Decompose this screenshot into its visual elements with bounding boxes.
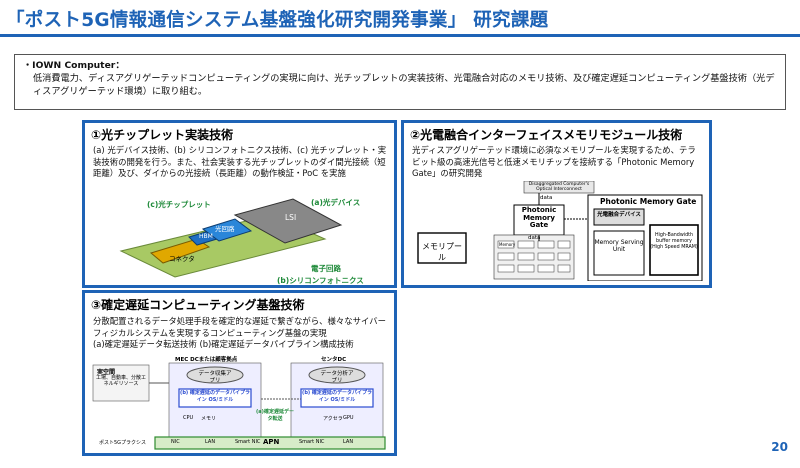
panel-photonic-memory: ②光電融合インターフェイスメモリモジュール技術 光ディスアグリゲーテッド環境に必… <box>401 120 712 288</box>
memory-chips <box>497 240 571 273</box>
panel-deterministic-computing: ③確定遅延コンピューティング基盤技術 分散配置されるデータ処理手段を確定的な遅延… <box>82 290 397 456</box>
app-analyze-ellipse <box>308 366 366 384</box>
label-circuit: 電子回路 <box>311 264 341 273</box>
label-siph: (b)シリコンフォトニクス <box>277 276 364 285</box>
intro-box: ・IOWN Computer： 低消費電力、ディスアグリゲーテッドコンピューティ… <box>14 54 786 110</box>
panel-description: (a) 光デバイス技術、(b) シリコンフォトニクス技術、(c) 光チップレット… <box>93 145 387 178</box>
chiplet-illustration <box>119 198 343 278</box>
label-pipeline-left: (b) 確定遅延のデータパイプライン OS/ミドル <box>180 390 250 403</box>
label-memory: メモリ <box>201 416 217 422</box>
label-interconnect: Disaggregated Computer's Optical Interco… <box>528 182 590 192</box>
label-mec: MEC DCまたは顧客拠点 <box>175 357 238 363</box>
label-eo-device: 光電融合デバイス <box>597 212 641 218</box>
label-pmg-small: Photonic Memory Gate <box>521 206 557 229</box>
label-data-mid: data <box>528 235 541 241</box>
label-hbm: HBM <box>199 233 213 240</box>
label-cpu: CPU <box>183 415 194 421</box>
label-lsi: LSI <box>285 213 297 222</box>
panel-title: ①光チップレット実装技術 <box>91 128 234 142</box>
label-app-collect: データ収集アプリ <box>198 371 232 384</box>
apn-bar <box>154 436 386 450</box>
panel-description: 光ディスアグリゲーテッド環境に必須なメモリプールを実現するため、テラビット級の高… <box>412 145 696 178</box>
intro-heading: ・IOWN Computer： <box>23 60 125 71</box>
pipeline-left-box <box>178 388 252 408</box>
serving-unit-box <box>593 230 645 276</box>
page-number: 20 <box>771 440 788 454</box>
label-apn: APN <box>263 438 280 446</box>
interconnect-box <box>523 181 595 194</box>
label-optical: 光回路 <box>215 225 235 233</box>
label-smartnic-right: Smart NIC <box>299 439 325 445</box>
label-transfer: (a)確定遅延データ転送 <box>256 409 294 422</box>
label-app-analyze: データ分析アプリ <box>320 371 354 384</box>
panel-title: ②光電融合インターフェイスメモリモジュール技術 <box>410 128 683 142</box>
app-collect-ellipse <box>186 366 244 384</box>
label-memory-pool: メモリプール <box>422 242 462 262</box>
connector-shape <box>149 238 211 264</box>
label-pipeline-right: (b) 確定遅延のデータパイプライン OS/ミドル <box>302 390 372 403</box>
label-ptp: ポスト5Gプラクシス <box>99 440 147 446</box>
optical-block-shape <box>201 218 253 242</box>
label-device: (a)光デバイス <box>311 198 361 207</box>
label-memory-chip: Memory <box>499 242 516 247</box>
memory-pool-box <box>417 232 467 264</box>
label-lan-right: LAN <box>343 439 354 445</box>
label-smartnic-left: Smart NIC <box>235 439 261 445</box>
label-accel: アクセラ <box>323 416 343 422</box>
label-hbm-mram: High-Bandwidth buffer memory (High Speed… <box>650 233 698 250</box>
label-data-top: data <box>540 195 553 201</box>
page-title: 「ポスト5G情報通信システム基盤強化研究開発事業」 研究課題 <box>6 10 549 31</box>
label-chiplet: (c)光チップレット <box>147 200 211 209</box>
label-connector: コネクタ <box>169 255 195 263</box>
label-nic: NIC <box>171 439 180 445</box>
memory-diagram <box>417 181 703 281</box>
panel-description: 分散配置されるデータ処理手段を確定的な遅延で繋ぎながら、様々なサイバーフィジカル… <box>93 316 386 349</box>
hbm-mram-box <box>649 224 699 276</box>
pipeline-right-box <box>300 388 374 408</box>
panel-optical-chiplet: ①光チップレット実装技術 (a) 光デバイス技術、(b) シリコンフォトニクス技… <box>82 120 397 288</box>
label-lan-left: LAN <box>205 439 216 445</box>
label-pmg-big: Photonic Memory Gate <box>600 197 697 206</box>
real-space-box <box>92 364 150 402</box>
label-serving-unit: Memory Serving Unit <box>594 239 644 253</box>
lsi-chip-shape <box>233 198 343 244</box>
label-gpu: GPU <box>343 415 354 421</box>
label-real-space: 実空間 <box>97 369 116 376</box>
eo-device-box <box>593 208 645 226</box>
intro-body: 低消費電力、ディスアグリゲーテッドコンピューティングの実現に向け、光チップレット… <box>33 73 775 97</box>
title-underline <box>0 34 800 37</box>
pipeline-diagram <box>92 362 386 450</box>
label-center: センタDC <box>321 357 347 363</box>
label-real-items: 工場、自動車、分散エネルギリソース <box>95 375 146 387</box>
panel-title: ③確定遅延コンピューティング基盤技術 <box>91 298 305 312</box>
